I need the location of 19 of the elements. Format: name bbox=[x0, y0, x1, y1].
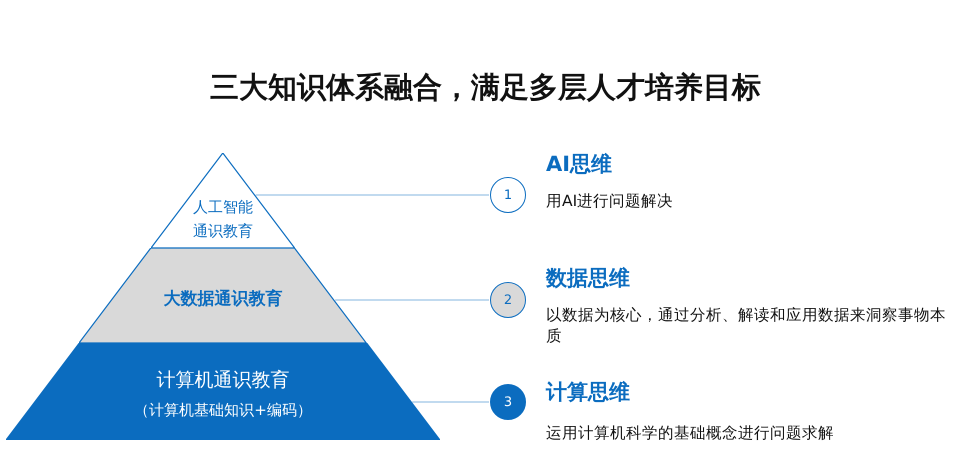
number-circle: 3 bbox=[490, 384, 526, 420]
tier-sublabel: （计算机基础知识+编码） bbox=[133, 400, 313, 421]
connector-line bbox=[335, 299, 489, 301]
section-description: 以数据为核心，通过分析、解读和应用数据来洞察事物本质 bbox=[546, 305, 947, 347]
tier-label: 大数据通识教育 bbox=[162, 288, 284, 311]
section-heading: 计算思维 bbox=[546, 379, 630, 406]
tier-label: 人工智能通识教育 bbox=[192, 197, 254, 242]
section-description: 运用计算机科学的基础概念进行问题求解 bbox=[546, 423, 835, 444]
pyramid-tier bbox=[6, 343, 440, 440]
title: 三大知识体系融合，满足多层人才培养目标 bbox=[209, 69, 762, 106]
section-heading: 数据思维 bbox=[546, 265, 630, 292]
pyramid-tier bbox=[79, 248, 367, 343]
connector-line bbox=[412, 401, 489, 403]
number-circle: 2 bbox=[490, 282, 526, 318]
section-heading: AI思维 bbox=[546, 151, 612, 178]
section-description: 用AI进行问题解决 bbox=[546, 191, 674, 212]
number-circle: 1 bbox=[490, 177, 526, 213]
tier-label: 计算机通识教育 bbox=[155, 368, 290, 393]
connector-line bbox=[256, 194, 489, 196]
